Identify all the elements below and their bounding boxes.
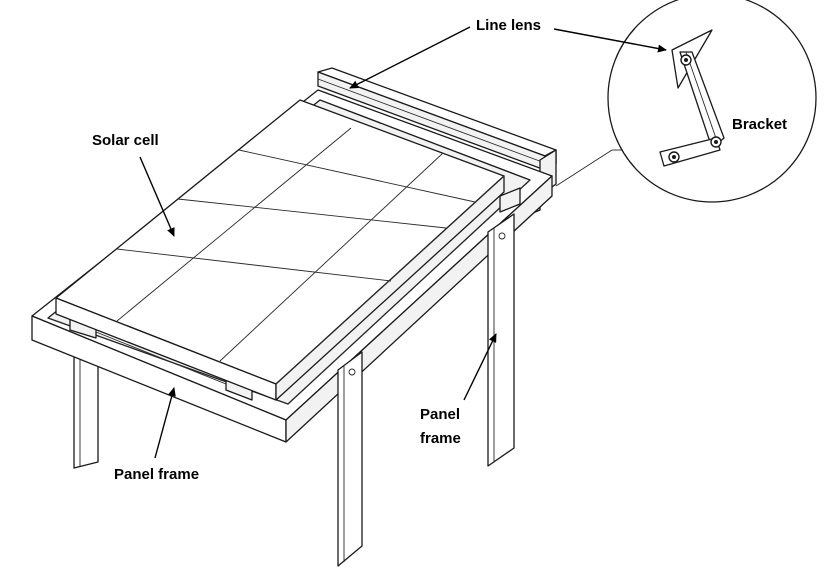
- line-lens-label: Line lens: [476, 17, 541, 34]
- bracket-label: Bracket: [732, 116, 787, 133]
- bracket-leader: [553, 28, 667, 53]
- panel-frame-side-leader: [463, 333, 497, 401]
- rear-left-leg: [73, 351, 99, 469]
- panel-frame-bottom-label: Panel frame: [114, 466, 199, 483]
- leader-lines: [139, 26, 667, 459]
- side-leg: [487, 213, 515, 467]
- solar-cell-label: Solar cell: [92, 132, 159, 149]
- front-leg: [337, 351, 363, 567]
- panel-frame-bottom-leader: [154, 387, 176, 459]
- line-lens-leader: [349, 26, 471, 89]
- solar-cell-panel: [55, 99, 505, 401]
- solar-cell-leader: [139, 156, 175, 237]
- bracket-detail: [555, 0, 817, 203]
- panel-frame-side-label-line2: frame: [420, 430, 461, 447]
- panel-frame-side-label-line1: Panel: [420, 406, 460, 423]
